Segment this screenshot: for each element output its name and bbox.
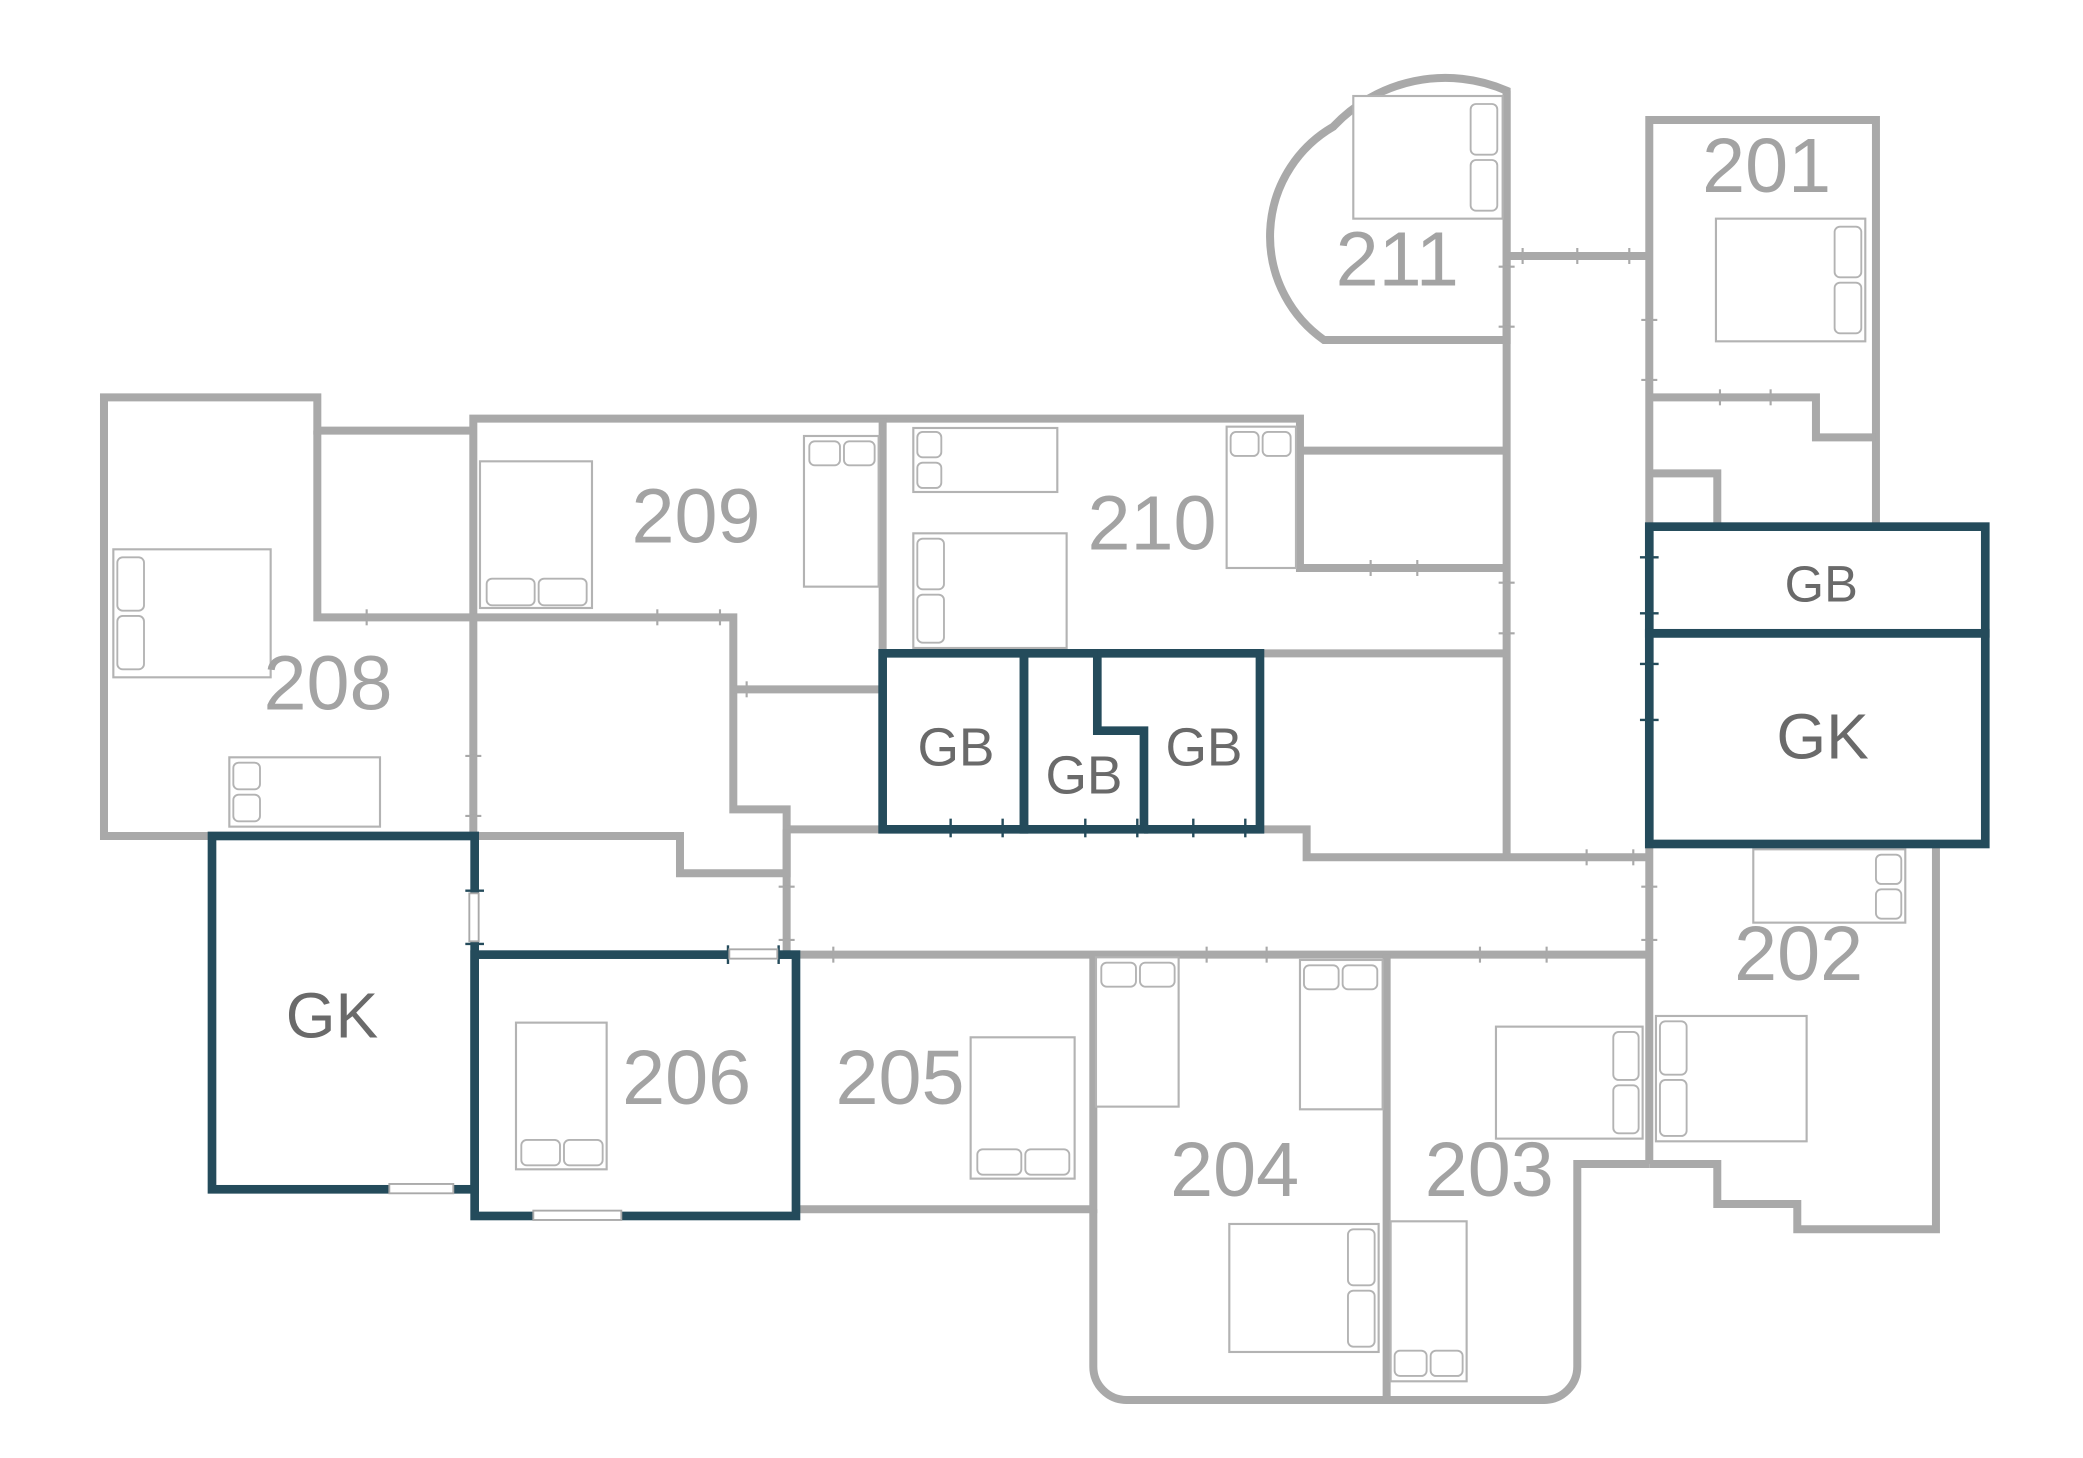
- gb-label: GB: [917, 718, 994, 777]
- bed-icon: [912, 426, 1059, 494]
- room-labels: 201 211 209 210 208 202 206 205 204 203 …: [263, 123, 1868, 1213]
- room-211-label[interactable]: 211: [1336, 216, 1459, 302]
- room-211-wall: [1266, 73, 1511, 344]
- bed-icon: [1654, 1014, 1808, 1143]
- room-209-bottom: [473, 613, 791, 878]
- bed-icon: [1298, 958, 1384, 1111]
- room-204-label[interactable]: 204: [1170, 1127, 1299, 1213]
- gb-label: GB: [1785, 555, 1858, 612]
- room-206-label[interactable]: 206: [622, 1035, 751, 1121]
- bed-icon: [1494, 1025, 1644, 1140]
- room-204-203-wall: [1089, 1159, 1650, 1404]
- room-201-step: [1649, 393, 1876, 442]
- room-208-label[interactable]: 208: [263, 640, 392, 726]
- gb-label: GB: [1165, 718, 1242, 777]
- bed-icon: [478, 460, 594, 610]
- bed-icon: [969, 1036, 1076, 1180]
- gk-label: GK: [286, 979, 378, 1051]
- room-210-label[interactable]: 210: [1087, 480, 1216, 566]
- door-markers: [365, 247, 1772, 963]
- bed-icon: [112, 548, 272, 679]
- bed-icon: [912, 532, 1068, 650]
- bed-icon: [228, 756, 382, 828]
- bed-icon: [1389, 1220, 1468, 1383]
- gk-label: GK: [1776, 701, 1868, 773]
- bed-icon: [1225, 425, 1298, 570]
- room-205-label[interactable]: 205: [835, 1035, 964, 1121]
- room-209-210-top: [469, 414, 1507, 836]
- bed-icon: [1228, 1222, 1380, 1354]
- room-201-wall: [1645, 115, 1880, 527]
- bed-icon: [1352, 94, 1504, 220]
- room-209-label[interactable]: 209: [631, 474, 760, 560]
- gb-label: GB: [1045, 746, 1122, 805]
- room-208-wall: [99, 393, 474, 840]
- walls: [99, 73, 1940, 1404]
- bed-icon: [1714, 217, 1867, 343]
- utility-rooms: [207, 522, 1990, 1221]
- furniture: [112, 94, 1907, 1383]
- room-202-wall: [1649, 843, 1940, 1234]
- room-208-inner: [313, 430, 474, 622]
- room-203-label[interactable]: 203: [1425, 1127, 1554, 1213]
- bed-icon: [1752, 848, 1907, 924]
- room-201-step-b: [1649, 469, 1722, 527]
- room-210-right: [1295, 450, 1507, 572]
- bed-icon: [802, 434, 880, 588]
- bed-icon: [1094, 956, 1180, 1108]
- room-206-wall[interactable]: [470, 950, 801, 1221]
- gk-room-2-wall[interactable]: [1644, 628, 1990, 849]
- room-201-label[interactable]: 201: [1702, 123, 1831, 209]
- bed-icon: [514, 1021, 608, 1171]
- gb-room-3-wall[interactable]: [1097, 648, 1265, 834]
- room-202-label[interactable]: 202: [1734, 911, 1863, 997]
